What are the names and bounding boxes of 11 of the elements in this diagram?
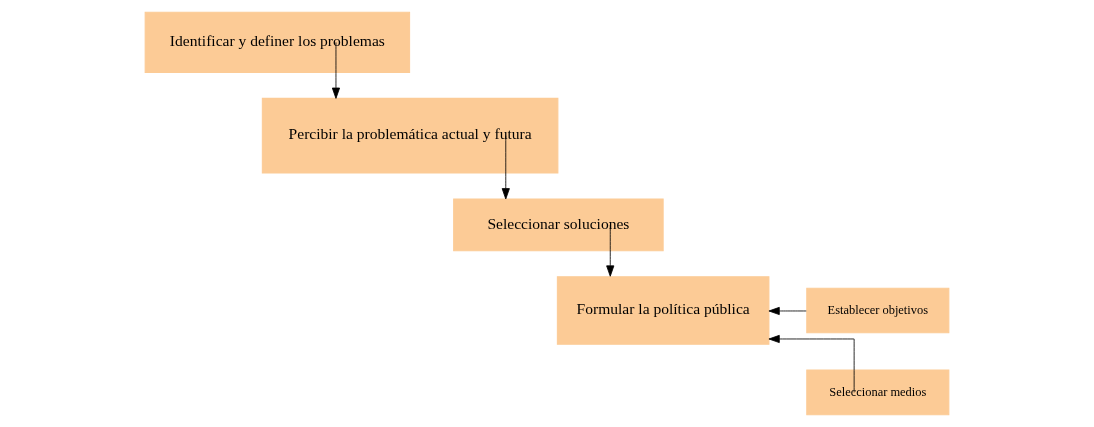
arrow — [331, 41, 340, 99]
node-box: Percibir la problemática actual y futura — [261, 97, 559, 174]
node-box: Identificar y definer los problemas — [144, 11, 411, 73]
node-box: Seleccionar medios — [806, 369, 950, 416]
arrow — [606, 224, 615, 277]
arrow — [768, 334, 855, 393]
node-box: Establecer objetivos — [806, 287, 950, 334]
arrow — [501, 135, 510, 200]
arrow — [768, 306, 807, 316]
node-box: Seleccionar soluciones — [453, 198, 664, 252]
node-box: Formular la política pública — [556, 276, 770, 345]
